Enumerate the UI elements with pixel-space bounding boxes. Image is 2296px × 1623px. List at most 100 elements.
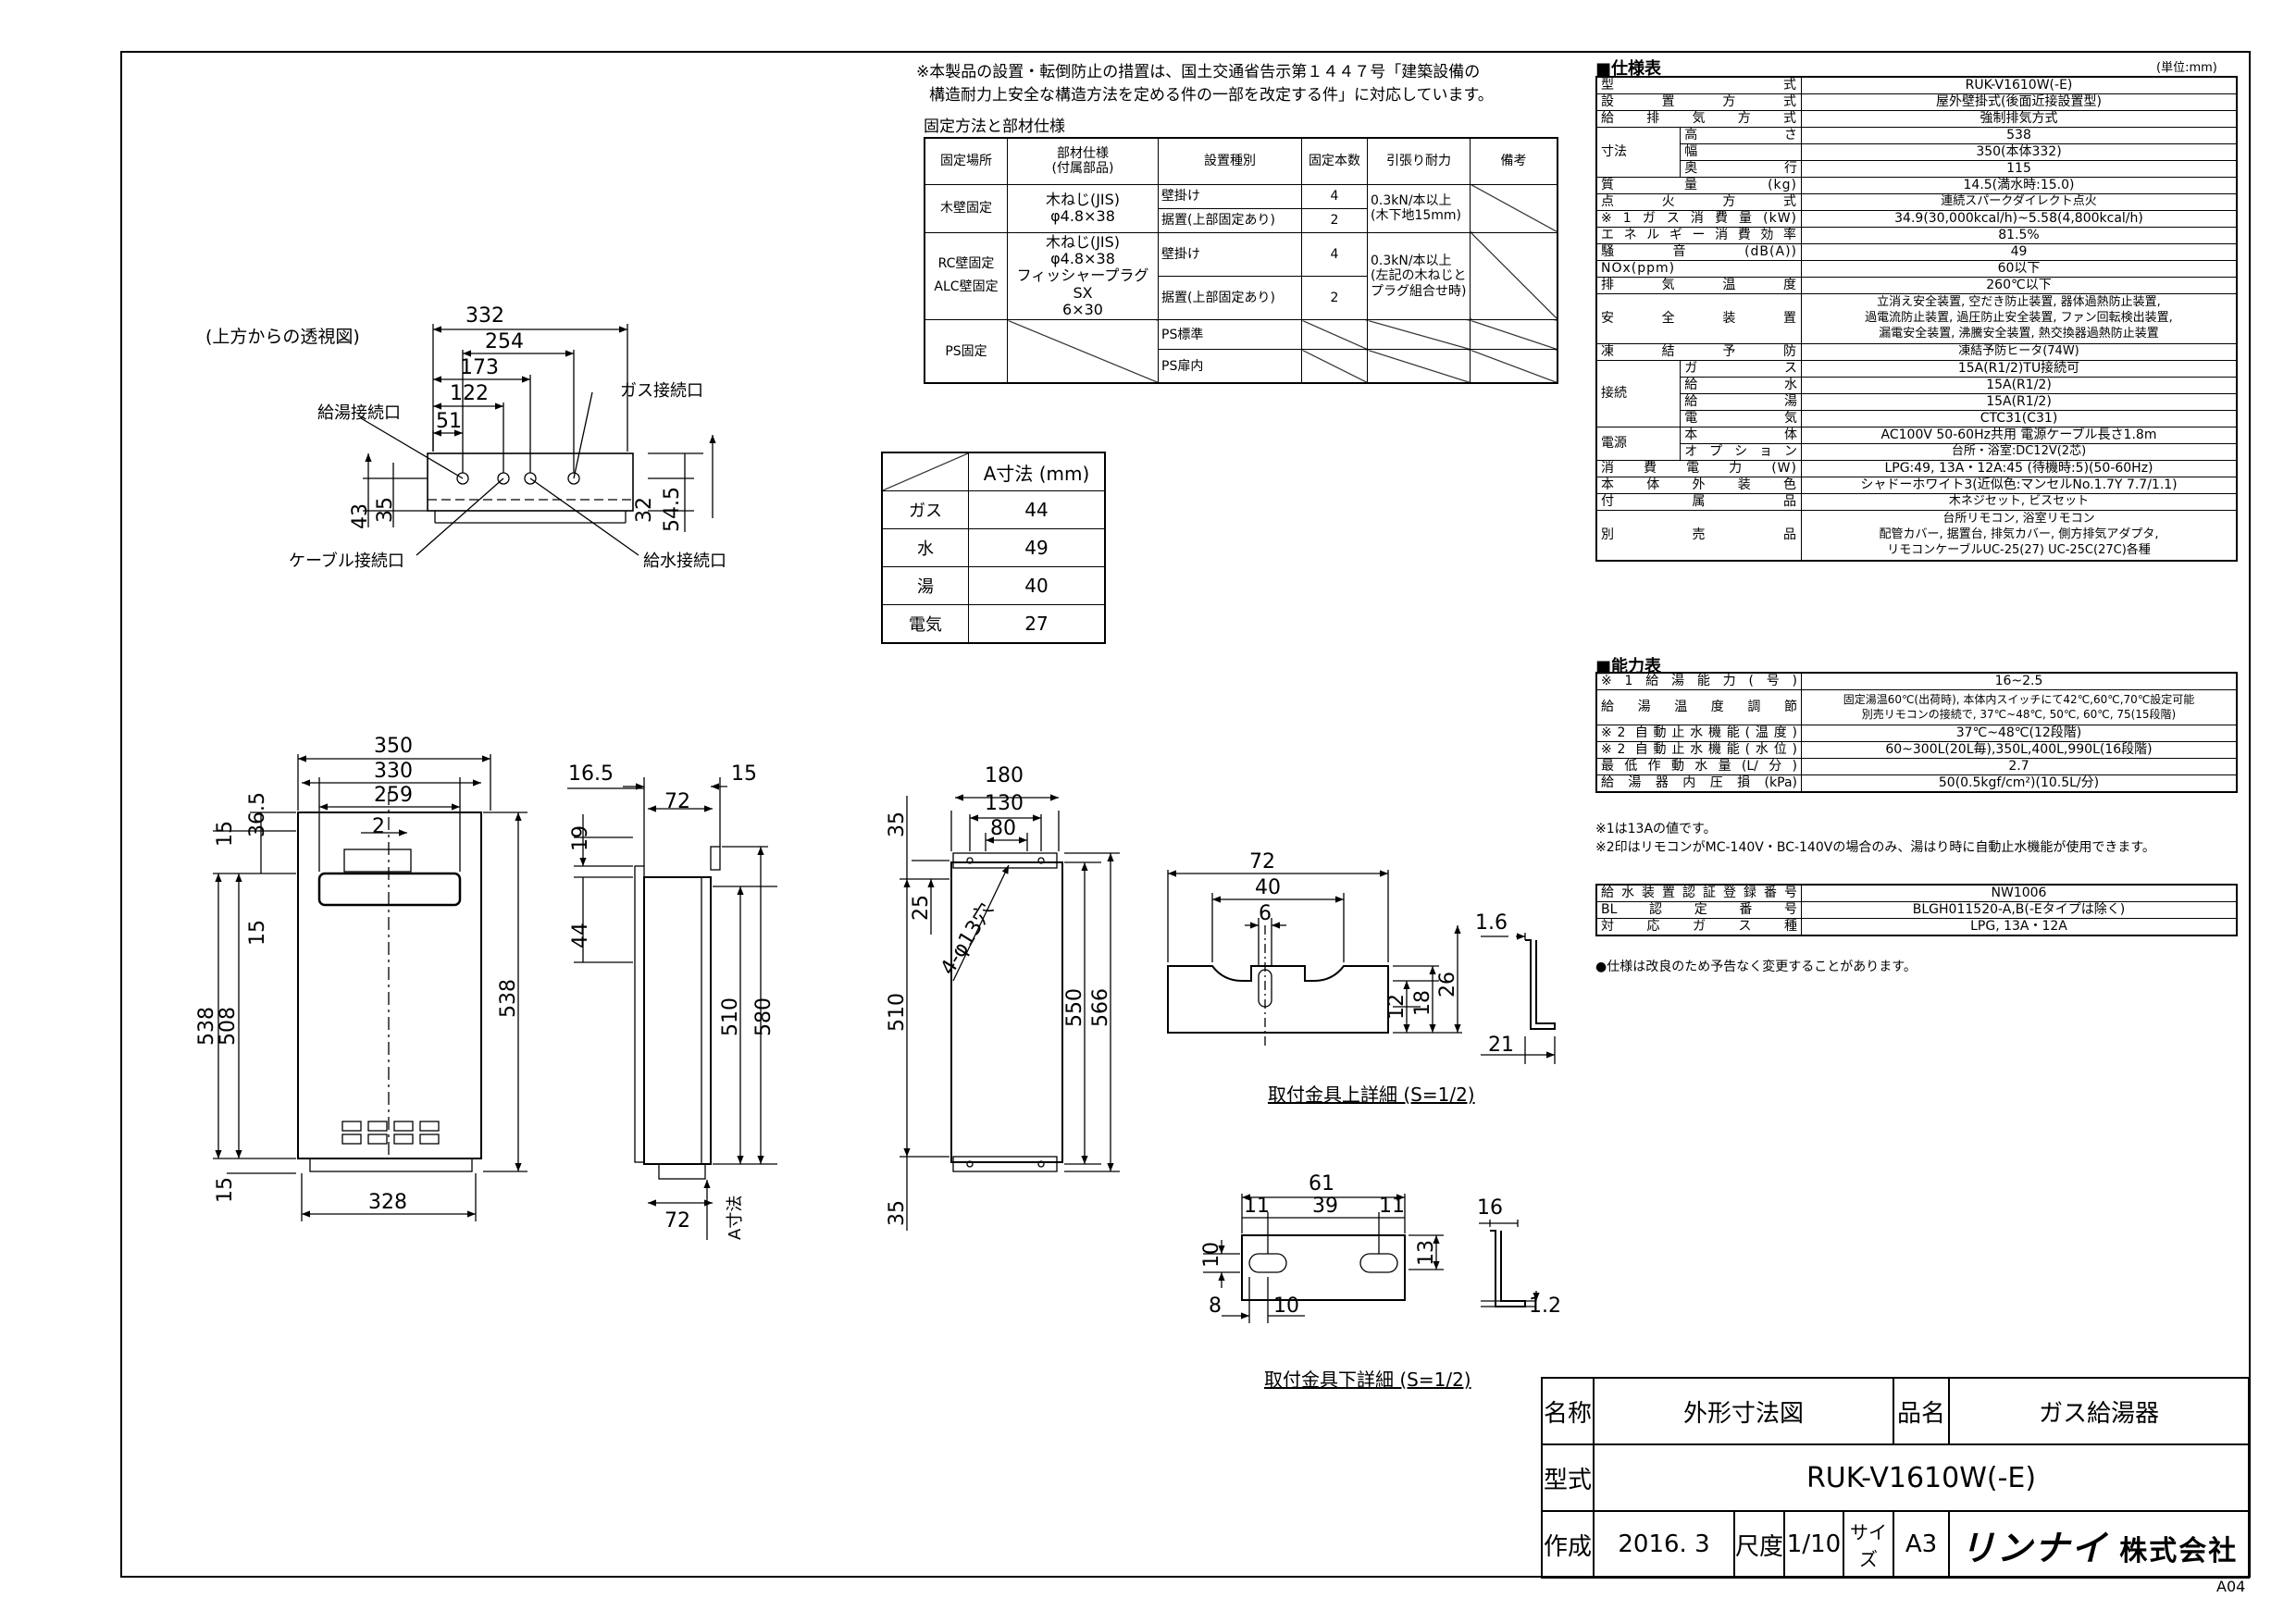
dim-15-side: 15	[731, 762, 757, 786]
fix-ps-note1	[1470, 319, 1558, 351]
fixing-title: 固定方法と部材仕様	[924, 118, 1065, 136]
cap-label-2: 給湯温度調節	[1595, 689, 1802, 725]
a-dim-value-water: 49	[968, 528, 1106, 567]
dim-15-mid: 15	[246, 920, 269, 946]
tb-made-label: 作成	[1541, 1510, 1595, 1579]
fix-ps-count1	[1301, 319, 1368, 351]
spec-value-width: 350(本体332)	[1801, 143, 2238, 161]
spec-sold-3: リモコンケーブルUC-25(27) UC-25C(27C)各種	[1887, 542, 2151, 557]
spec-value-exhaust: 強制排気方式	[1801, 110, 2238, 128]
dim-254: 254	[485, 330, 524, 353]
a-dim-label-hot: 湯	[881, 566, 969, 605]
upper-bracket-drawing	[1167, 870, 1556, 1064]
spec-label-water: 給水	[1680, 377, 1802, 394]
dim-bracket-10-left: 10	[1200, 1242, 1223, 1268]
a-dim-label-gas: ガス	[881, 490, 969, 529]
dim-15-bottom: 15	[214, 1177, 237, 1203]
cap-value-2a: 固定湯温60℃(出荷時), 本体内スイッチにて42℃,60℃,70℃設定可能	[1843, 692, 2195, 706]
cert-label-3: 対応ガス種	[1595, 918, 1802, 936]
title-block: 名称 外形寸法図 品名 ガス給湯器 型式 RUK-V1610W(-E) 作成 2…	[1541, 1377, 2250, 1579]
lower-bracket-drawing	[1203, 1194, 1540, 1323]
cap-value-4: 60~300L(20L毎),350L,400L,990L(16段階)	[1801, 741, 2238, 759]
dim-bracket-18: 18	[1411, 990, 1434, 1016]
fix-ps-note2	[1470, 349, 1558, 384]
spec-label-connection: 接続	[1595, 360, 1682, 427]
dim-36-5: 36.5	[246, 792, 269, 837]
a-dim-header: A寸法 (mm)	[968, 452, 1106, 491]
dim-bracket-21: 21	[1488, 1034, 1514, 1057]
spec-label-height: 高さ	[1680, 127, 1802, 144]
spec-label-gas: ガス	[1680, 360, 1802, 378]
spec-label-size: 寸法	[1595, 127, 1682, 178]
fix-rc-place: RC壁固定 ALC壁固定	[924, 231, 1008, 321]
tb-name-label: 名称	[1541, 1377, 1595, 1445]
spec-safety-2: 過電流防止装置, 過圧防止安全装置, ファン回転検出装置,	[1865, 311, 2173, 326]
spec-label-accessory: 付属品	[1595, 493, 1802, 511]
spec-sold-2: 配管カバー, 据置台, 排気カバー, 側方排気アダプタ,	[1879, 527, 2159, 541]
fix-ps-count2	[1301, 349, 1368, 384]
a-dim-value-hot: 40	[968, 566, 1106, 605]
dim-bracket-12: 12	[1385, 994, 1409, 1020]
cert-value-3: LPG, 13A・12A	[1801, 918, 2238, 936]
spec-label-safety: 安全装置	[1595, 293, 1802, 344]
dim-bracket-26: 26	[1436, 972, 1459, 997]
fix-rc-count1: 4	[1301, 231, 1368, 277]
spec-label-color: 本体外装色	[1595, 477, 1802, 494]
dim-538-left: 538	[195, 1007, 218, 1046]
dim-35-rear-bottom: 35	[886, 1200, 909, 1226]
fix-wood-place: 木壁固定	[924, 183, 1008, 233]
dim-510-side: 510	[719, 997, 742, 1036]
dim-54-5: 54.5	[661, 487, 684, 532]
fix-ps-place: PS固定	[924, 319, 1008, 384]
dim-580: 580	[752, 997, 776, 1036]
spec-label-ignition: 点火方式	[1595, 193, 1802, 211]
dim-bracket-8: 8	[1209, 1295, 1222, 1318]
tb-made: 2016. 3	[1593, 1510, 1735, 1579]
spec-value-consumption: LPG:49, 13A・12A:45 (待機時:5)(50-60Hz)	[1801, 460, 2238, 477]
cap-label-4: ※2 自動止水機能(水位)	[1595, 741, 1802, 759]
dim-19: 19	[569, 825, 592, 851]
fix-rc-type2: 据置(上部固定あり)	[1158, 275, 1302, 321]
dim-43: 43	[349, 503, 372, 529]
tb-scale-label: 尺度	[1733, 1510, 1785, 1579]
spec-value-water: 15A(R1/2)	[1801, 377, 2238, 394]
notice-line-2: 構造耐力上安全な構造方法を定める件の一部を改定する件」に対応しています。	[929, 86, 1494, 105]
dim-35: 35	[374, 497, 397, 523]
dim-44: 44	[569, 923, 592, 948]
cap-label-1: ※1給湯能力(号)	[1595, 672, 1802, 690]
fix-header-count: 固定本数	[1301, 137, 1368, 185]
cap-value-5: 2.7	[1801, 758, 2238, 775]
dim-35-rear-top: 35	[886, 812, 909, 837]
a-dim-value-gas: 44	[968, 490, 1106, 529]
cap-value-6: 50(0.5kgf/cm²)(10.5L/分)	[1801, 774, 2238, 793]
spec-label-hot: 給湯	[1680, 393, 1802, 411]
spec-value-elec: CTC31(C31)	[1801, 410, 2238, 427]
spec-value-nox: 60以下	[1801, 260, 2238, 278]
cap-label-6: 給湯器内圧損(kPa)	[1595, 774, 1802, 793]
dim-550: 550	[1063, 988, 1086, 1027]
top-view: (上方からの透視図)	[205, 324, 716, 556]
dim-330: 330	[374, 760, 413, 783]
fix-wood-count1: 4	[1301, 183, 1368, 209]
spec-label-depth: 奥行	[1680, 160, 1802, 178]
notice: ※本製品の設置・転倒防止の措置は、国土交通省告示第１４４７号「建築設備の 構造耐…	[916, 61, 1494, 107]
dim-538-right: 538	[497, 979, 520, 1018]
fix-rc-type1: 壁掛け	[1158, 231, 1302, 277]
fix-header-strength: 引張り耐力	[1367, 137, 1471, 185]
capability-table: ※1給湯能力(号)16~2.5 給湯温度調節 固定湯温60℃(出荷時), 本体内…	[1595, 672, 2238, 793]
dim-bracket-1-2: 1.2	[1529, 1295, 1561, 1318]
tb-size-label: サイズ	[1843, 1510, 1894, 1579]
fix-wood-type1: 壁掛け	[1158, 183, 1302, 209]
dim-566: 566	[1089, 988, 1112, 1027]
cap-note-1: ※1は13Aの値です。	[1595, 822, 1717, 836]
cert-value-1: NW1006	[1801, 884, 2238, 902]
a-dim-label-water: 水	[881, 528, 969, 567]
spec-value-mass: 14.5(満水時:15.0)	[1801, 177, 2238, 194]
dim-bracket-10-bottom: 10	[1273, 1295, 1299, 1318]
cap-note-2: ※2印はリモコンがMC-140V・BC-140Vの場合のみ、湯はり時に自動止水機…	[1595, 840, 2155, 855]
spec-value-option: 台所・浴室:DC12V(2芯)	[1801, 443, 2238, 461]
fix-ps-strength2	[1367, 349, 1471, 384]
tb-model-label: 型式	[1541, 1443, 1595, 1512]
spec-label-sold: 別売品	[1595, 510, 1802, 561]
cap-value-1: 16~2.5	[1801, 672, 2238, 690]
